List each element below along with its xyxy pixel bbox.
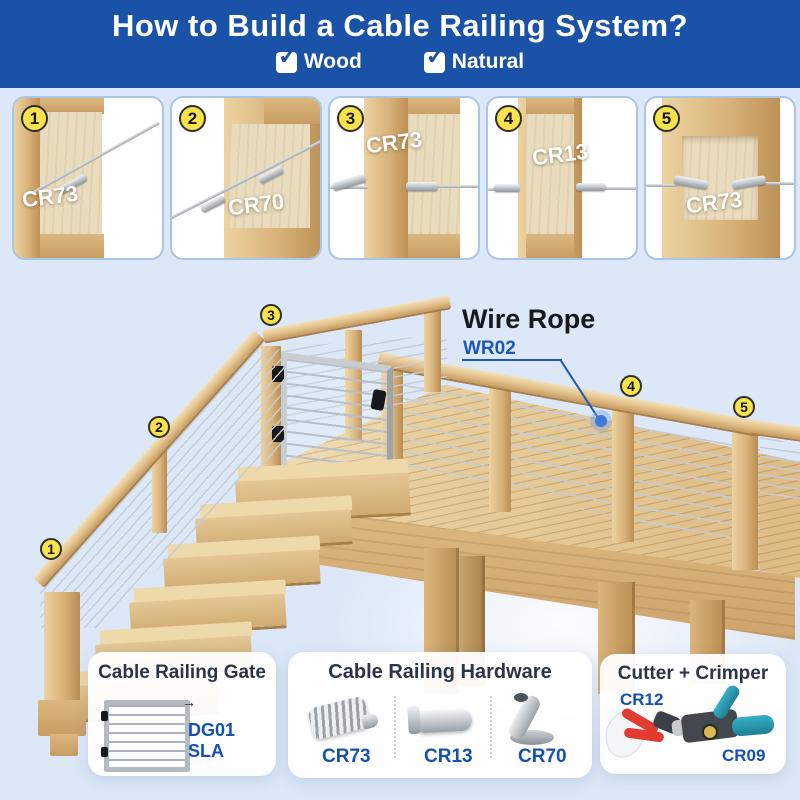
railing-post <box>489 380 511 512</box>
swage-terminal-icon <box>413 708 473 734</box>
gate-swing-arrow-icon: → <box>182 694 196 710</box>
gate-hinge-icon <box>101 711 108 721</box>
gate-hinge-icon <box>101 747 108 757</box>
wire-rope-marker-dot <box>595 415 607 427</box>
cable-graphic <box>330 186 368 189</box>
checkbox-natural-label: Natural <box>451 50 525 73</box>
checkbox-wood-label: Wood <box>303 50 362 73</box>
hardware-code: CR13 <box>424 746 473 767</box>
lag-screw-tip-icon <box>360 712 380 730</box>
checkbox-checked-icon[interactable]: ✓ <box>423 44 446 73</box>
page-title: How to Build a Cable Railing System? <box>111 8 689 43</box>
crimper-code: CR09 <box>722 746 766 765</box>
product-card-gate: Cable Railing Gate → DG01 SLA <box>88 652 276 776</box>
wood-notch-graphic <box>408 98 460 116</box>
card-title: Cable Railing Gate <box>98 662 266 683</box>
wood-recess-graphic <box>40 112 102 236</box>
stair-mid-post <box>152 445 167 533</box>
checkbox-checked-icon[interactable]: ✓ <box>275 44 298 73</box>
step-thumbnail-2: 2 CR70 <box>170 96 322 260</box>
step-badge: 5 <box>653 105 680 132</box>
cable-graphic <box>646 184 678 187</box>
material-options: ✓ Wood ✓ Natural <box>0 44 800 74</box>
step-badge: 1 <box>21 105 48 132</box>
railing-post <box>424 300 441 392</box>
cable-graphic <box>764 182 794 185</box>
angle-mount-opening-icon <box>514 693 528 702</box>
step-badge: 2 <box>179 105 206 132</box>
diagram-marker-1: 1 <box>40 538 62 560</box>
checkbox-natural[interactable]: ✓ Natural <box>423 44 525 74</box>
leader-line-horizontal <box>462 359 562 361</box>
diagram-marker-4: 4 <box>620 375 642 397</box>
step-thumbnail-5: 5 CR73 <box>644 96 796 260</box>
step-thumbnail-4: 4 CR13 <box>486 96 638 260</box>
step-thumbnail-3: 3 CR73 <box>328 96 480 260</box>
step-thumbnail-1: 1 CR73 <box>12 96 164 260</box>
product-card-tools: Cutter + Crimper CR12 CR09 <box>599 654 786 774</box>
terminal-fitting-icon <box>494 184 520 192</box>
crimper-barrel-icon <box>731 714 775 737</box>
crimper-dial-icon <box>702 724 718 740</box>
wood-notch-graphic <box>526 98 574 116</box>
railing-corner-post <box>732 428 758 570</box>
hardware-code: CR70 <box>518 746 567 767</box>
wood-notch-graphic <box>408 234 460 258</box>
divider <box>394 696 396 758</box>
stair-newel-foot <box>50 734 78 756</box>
header-banner: How to Build a Cable Railing System? ✓ W… <box>0 0 800 88</box>
wood-notch-graphic <box>40 234 104 258</box>
diagram-marker-5: 5 <box>733 396 755 418</box>
swage-flange-icon <box>407 705 421 735</box>
step-badge: 3 <box>337 105 364 132</box>
cable-graphic <box>436 185 478 188</box>
railing-return-rail <box>750 420 800 443</box>
diagram-marker-2: 2 <box>148 416 170 438</box>
card-title: Cutter + Crimper <box>617 663 769 684</box>
wood-recess-graphic <box>526 114 574 236</box>
card-title: Cable Railing Hardware <box>328 661 552 683</box>
product-card-hardware: Cable Railing Hardware CR73 CR13 CR70 <box>288 652 592 778</box>
terminal-fitting-icon <box>576 183 606 191</box>
gate-product-code: DG01 SLA <box>188 720 236 761</box>
wood-notch-graphic <box>526 234 574 258</box>
hardware-code: CR73 <box>322 746 371 767</box>
wood-recess-graphic <box>408 114 460 236</box>
cable-graphic <box>584 187 636 190</box>
wire-rope-code: WR02 <box>463 338 516 359</box>
stair-newel-post <box>44 592 80 706</box>
divider <box>490 696 492 758</box>
cutter-code: CR12 <box>620 690 664 709</box>
stair-newel-base <box>38 700 86 736</box>
diagram-marker-3: 3 <box>260 304 282 326</box>
gate-icon <box>101 700 190 772</box>
checkbox-wood[interactable]: ✓ Wood <box>275 44 362 74</box>
step-badge: 4 <box>495 105 522 132</box>
wire-rope-label: Wire Rope <box>462 304 596 334</box>
wood-notch-graphic <box>40 98 104 114</box>
wood-notch-graphic <box>264 98 320 124</box>
railing-post <box>612 404 634 542</box>
railing-cables-return <box>760 434 800 506</box>
terminal-fitting-icon <box>406 182 438 191</box>
wood-post-graphic <box>364 98 408 258</box>
